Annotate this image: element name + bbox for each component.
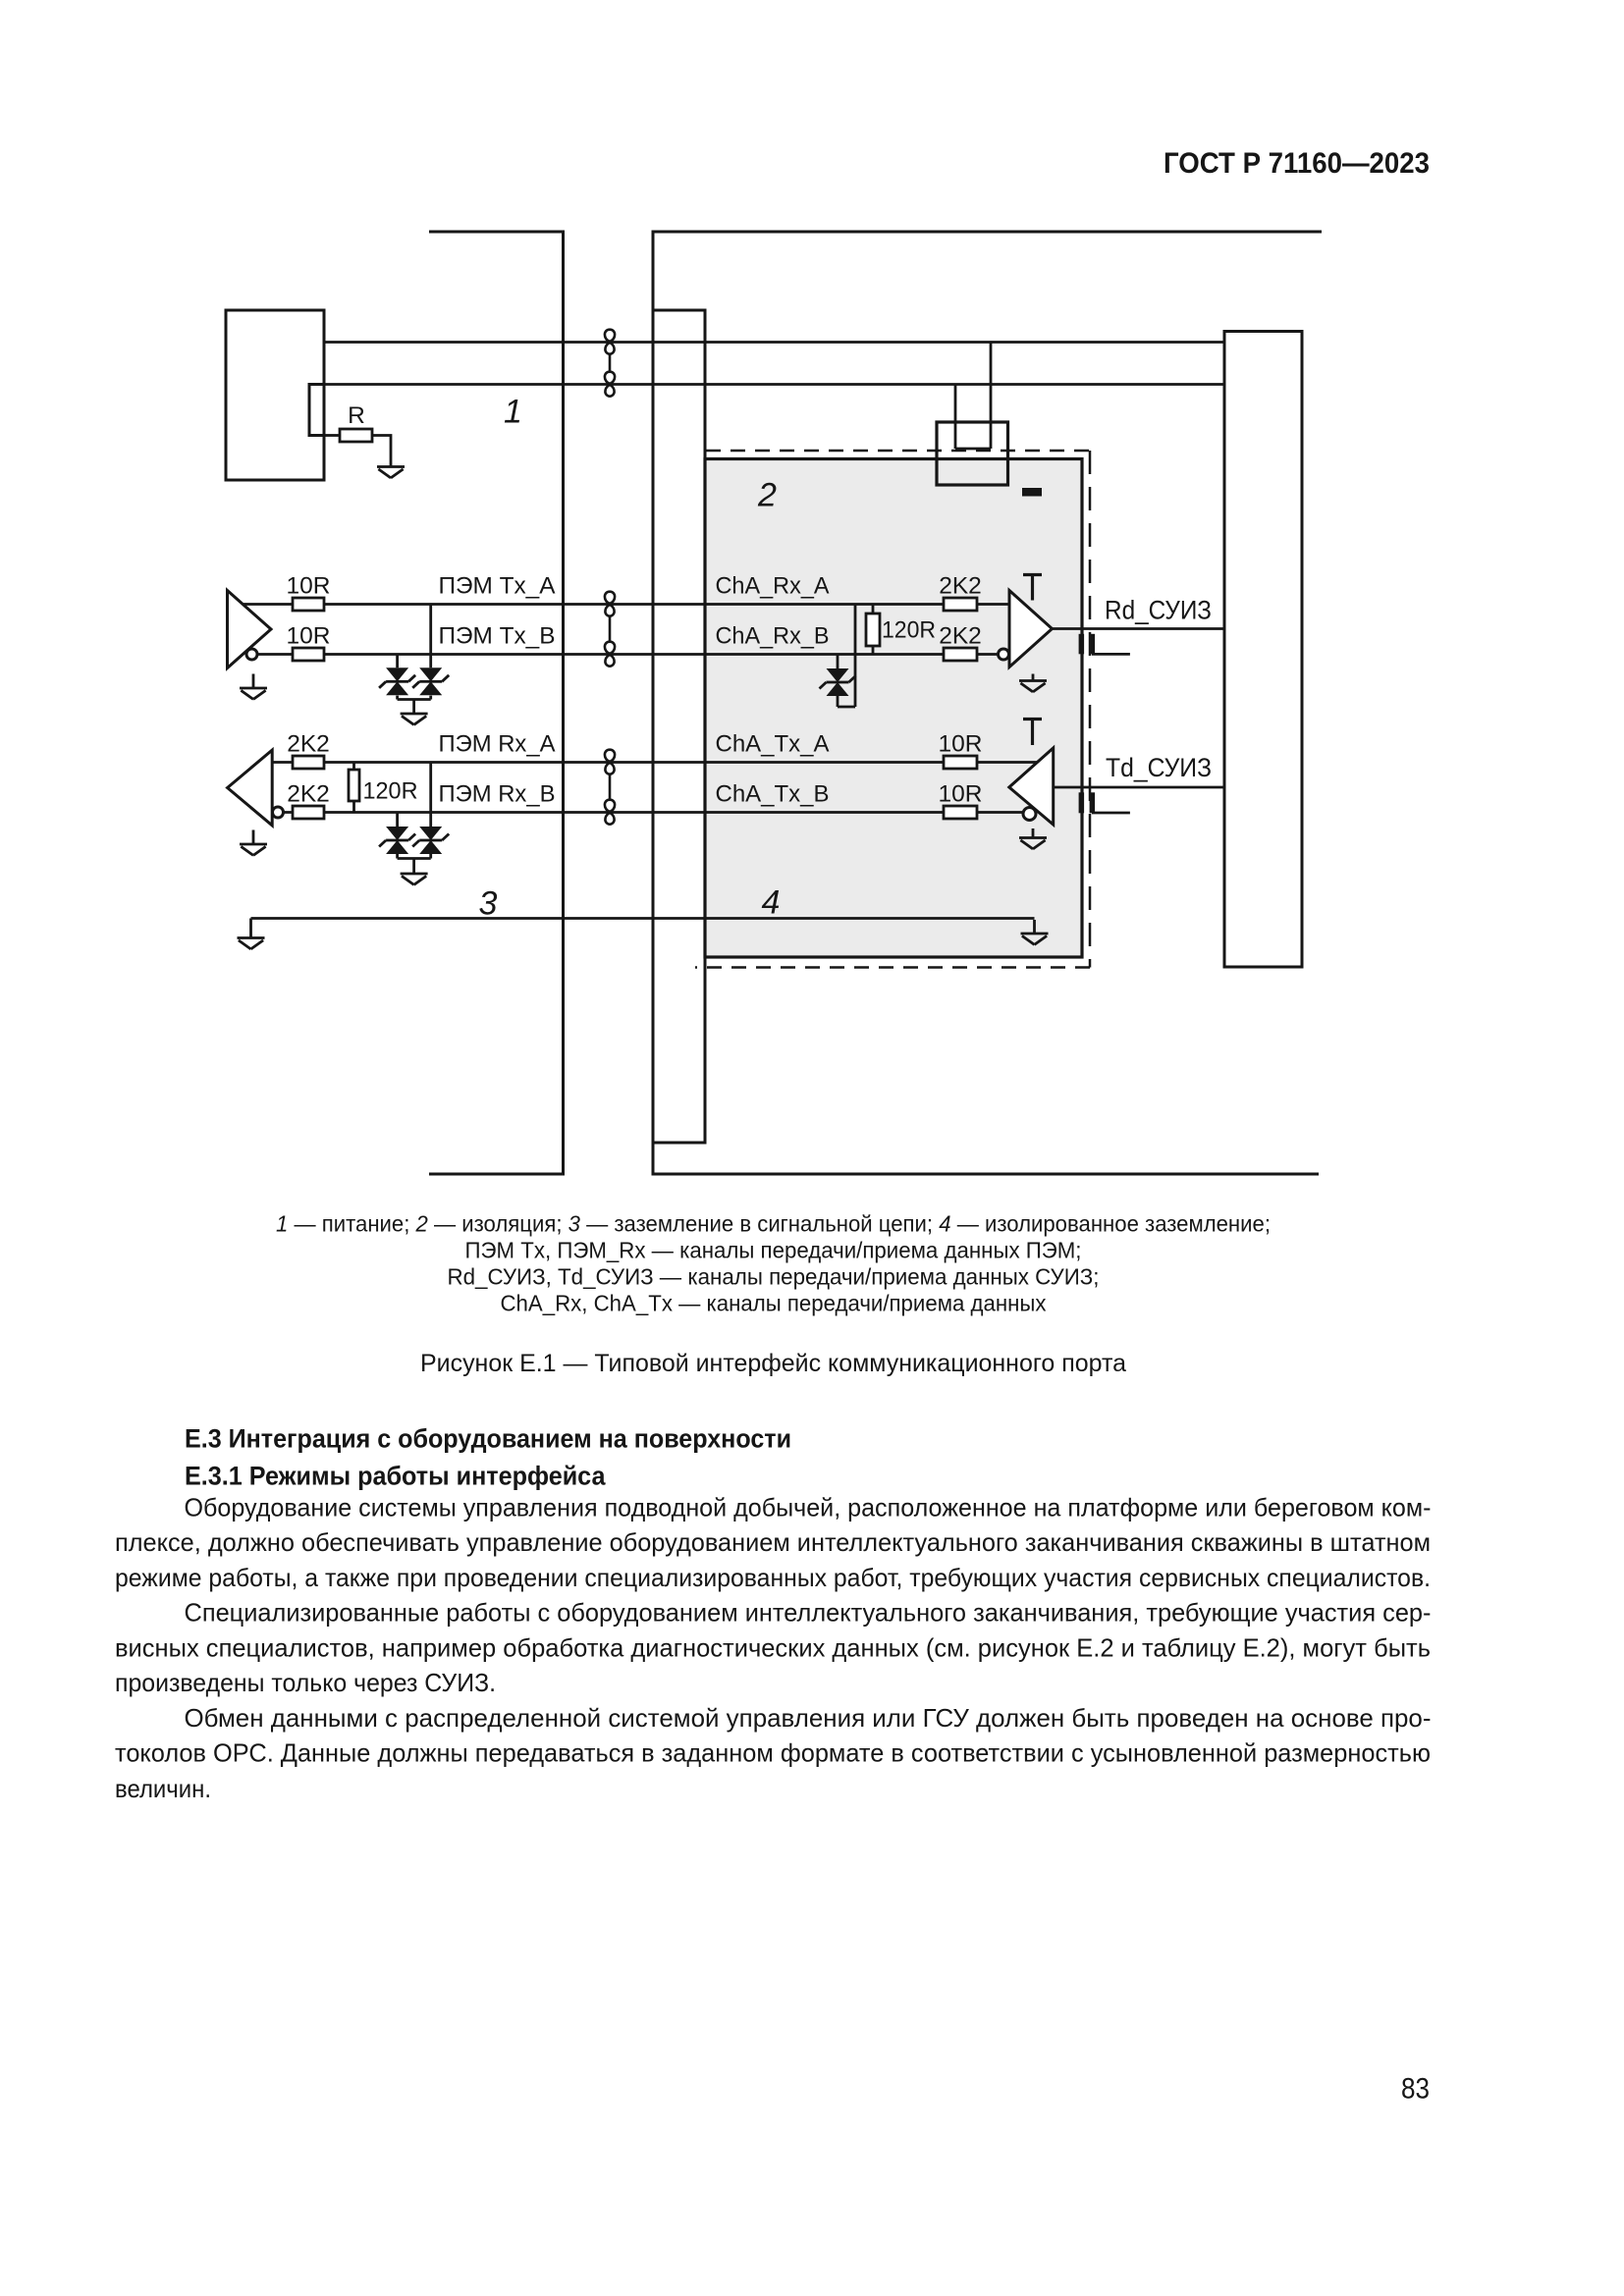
- svg-text:Рисунок Е.1 — Типовой интерфей: Рисунок Е.1 — Типовой интерфейс коммуник…: [420, 1350, 1126, 1377]
- svg-text:Е.3 Интеграция с оборудованием: Е.3 Интеграция с оборудованием на поверх…: [185, 1424, 791, 1454]
- svg-text:ChA_Rx_A: ChA_Rx_A: [716, 573, 831, 600]
- svg-text:2: 2: [757, 477, 777, 514]
- svg-text:Rd_СУИЗ: Rd_СУИЗ: [1105, 596, 1212, 625]
- svg-text:1: 1: [504, 394, 522, 431]
- svg-text:плексе, должно обеспечивать уп: плексе, должно обеспечивать управление о…: [115, 1527, 1431, 1557]
- svg-text:2K2: 2K2: [939, 573, 982, 600]
- svg-text:Е.3.1 Режимы работы интерфейса: Е.3.1 Режимы работы интерфейса: [185, 1461, 606, 1490]
- svg-text:токолов ОРС. Данные должны пер: токолов ОРС. Данные должны передаваться …: [115, 1738, 1431, 1768]
- svg-text:висных специалистов, например: висных специалистов, например обработка …: [115, 1632, 1431, 1662]
- svg-text:10R: 10R: [939, 781, 983, 808]
- svg-text:ChA_Tx_A: ChA_Tx_A: [716, 731, 831, 758]
- svg-text:4: 4: [762, 884, 781, 922]
- svg-text:произведены только через СУИЗ.: произведены только через СУИЗ.: [115, 1668, 496, 1697]
- svg-text:2K2: 2K2: [939, 623, 982, 650]
- svg-text:Td_СУИЗ: Td_СУИЗ: [1106, 753, 1212, 782]
- svg-text:3: 3: [479, 885, 498, 923]
- svg-text:10R: 10R: [939, 731, 983, 758]
- svg-text:120R: 120R: [882, 617, 936, 644]
- svg-text:1 — питание; 2 — изоляция; 3 —: 1 — питание; 2 — изоляция; 3 — заземлени…: [276, 1211, 1271, 1237]
- svg-text:10R: 10R: [287, 623, 331, 650]
- svg-text:2K2: 2K2: [287, 731, 330, 758]
- svg-text:ГОСТ Р 71160—2023: ГОСТ Р 71160—2023: [1164, 147, 1430, 180]
- svg-text:ПЭМ Tx_B: ПЭМ Tx_B: [439, 623, 556, 650]
- svg-text:ПЭМ Tx, ПЭМ_Rx — каналы переда: ПЭМ Tx, ПЭМ_Rx — каналы передачи/приема …: [465, 1237, 1082, 1262]
- svg-text:2K2: 2K2: [287, 781, 330, 808]
- svg-text:Обмен данными с распределенной: Обмен данными с распределенной системой …: [185, 1703, 1432, 1733]
- svg-text:ПЭМ Tx_A: ПЭМ Tx_A: [439, 573, 557, 600]
- svg-text:Специализированные работы с об: Специализированные работы с оборудование…: [185, 1598, 1432, 1628]
- svg-text:120R: 120R: [363, 778, 418, 805]
- svg-text:ChA_Rx, ChA_Tx — каналы переда: ChA_Rx, ChA_Tx — каналы передачи/приема …: [501, 1290, 1047, 1315]
- svg-text:R: R: [348, 402, 365, 429]
- svg-text:ChA_Tx_B: ChA_Tx_B: [716, 781, 830, 808]
- svg-text:83: 83: [1401, 2073, 1430, 2106]
- svg-text:Rd_СУИЗ, Td_СУИЗ — каналы пере: Rd_СУИЗ, Td_СУИЗ — каналы передачи/прием…: [448, 1263, 1100, 1289]
- svg-text:ПЭМ Rx_B: ПЭМ Rx_B: [439, 781, 556, 808]
- svg-text:режиме работы, а также при про: режиме работы, а также при проведении сп…: [115, 1563, 1431, 1592]
- svg-text:ChA_Rx_B: ChA_Rx_B: [716, 623, 830, 650]
- svg-text:Оборудование системы управлени: Оборудование системы управления подводно…: [185, 1493, 1432, 1522]
- svg-text:10R: 10R: [287, 573, 331, 600]
- svg-text:величин.: величин.: [115, 1774, 211, 1803]
- svg-text:ПЭМ Rx_A: ПЭМ Rx_A: [439, 731, 557, 758]
